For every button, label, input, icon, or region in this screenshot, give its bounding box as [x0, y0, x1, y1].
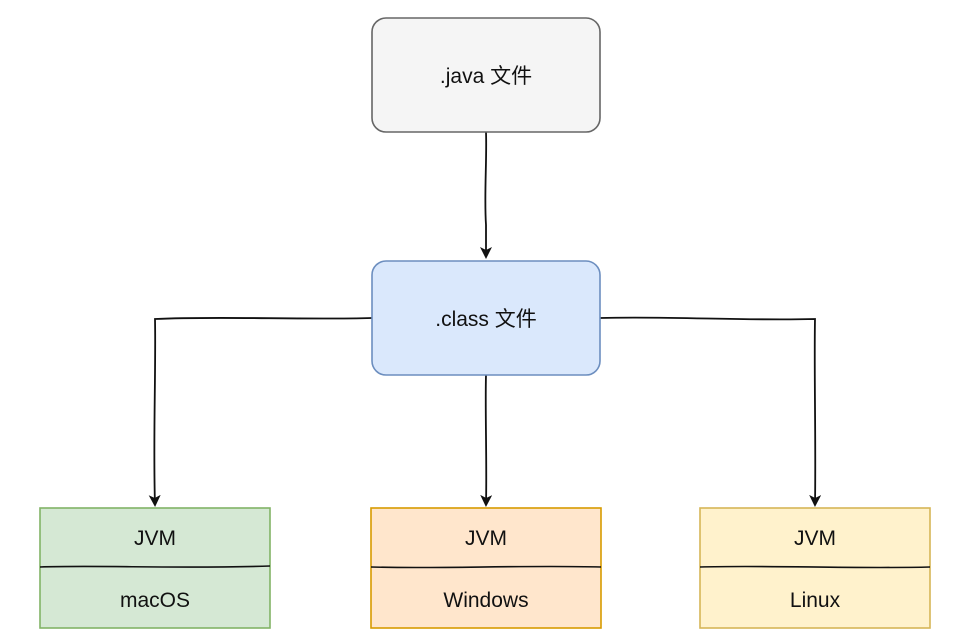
class-file-box	[371, 260, 601, 376]
jvm-linux-box	[699, 507, 931, 629]
jvm-linux-node[interactable]: JVM Linux	[699, 507, 931, 629]
jvm-linux-title: JVM	[794, 527, 836, 550]
jvm-windows-os: Windows	[443, 589, 528, 612]
jvm-macos-title: JVM	[134, 527, 176, 550]
class-file-node[interactable]: .class 文件	[371, 260, 601, 376]
class-file-label: .class 文件	[435, 308, 537, 331]
jvm-linux-os: Linux	[790, 589, 841, 612]
edge-class-to-mac	[148, 316, 373, 507]
jvm-windows-divider	[370, 565, 602, 569]
java-file-node[interactable]: .java 文件	[371, 17, 601, 133]
edge-java-to-class	[480, 131, 492, 259]
jvm-macos-node[interactable]: JVM macOS	[39, 507, 271, 629]
jvm-linux-divider	[699, 565, 931, 569]
edges	[148, 131, 822, 507]
edge-class-to-linux	[599, 316, 822, 507]
jvm-windows-title: JVM	[465, 527, 507, 550]
jvm-windows-node[interactable]: JVM Windows	[370, 507, 602, 629]
java-file-label: .java 文件	[440, 65, 532, 88]
java-file-box	[371, 17, 601, 133]
jvm-macos-os: macOS	[120, 589, 190, 612]
jvm-macos-divider	[39, 565, 271, 568]
jvm-macos-box	[39, 507, 271, 629]
edge-class-to-windows	[480, 374, 493, 507]
